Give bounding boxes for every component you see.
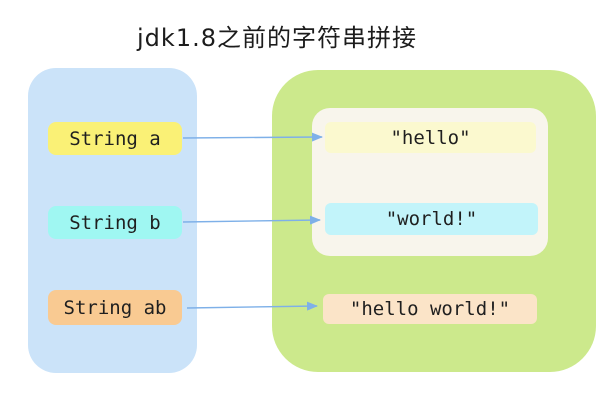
variable-string-ab: String ab (48, 290, 182, 325)
heap-panel: "hello" "world!" "hello world!" (272, 70, 596, 372)
string-pool-box: "hello" "world!" (312, 108, 548, 256)
variable-string-a: String a (48, 122, 182, 155)
value-world: "world!" (325, 203, 538, 235)
variable-string-b: String b (48, 206, 182, 239)
value-hello: "hello" (325, 122, 536, 153)
diagram-title: jdk1.8之前的字符串拼接 (137, 24, 417, 52)
variables-panel: String a String b String ab (28, 68, 197, 373)
value-hello-world: "hello world!" (323, 294, 537, 324)
